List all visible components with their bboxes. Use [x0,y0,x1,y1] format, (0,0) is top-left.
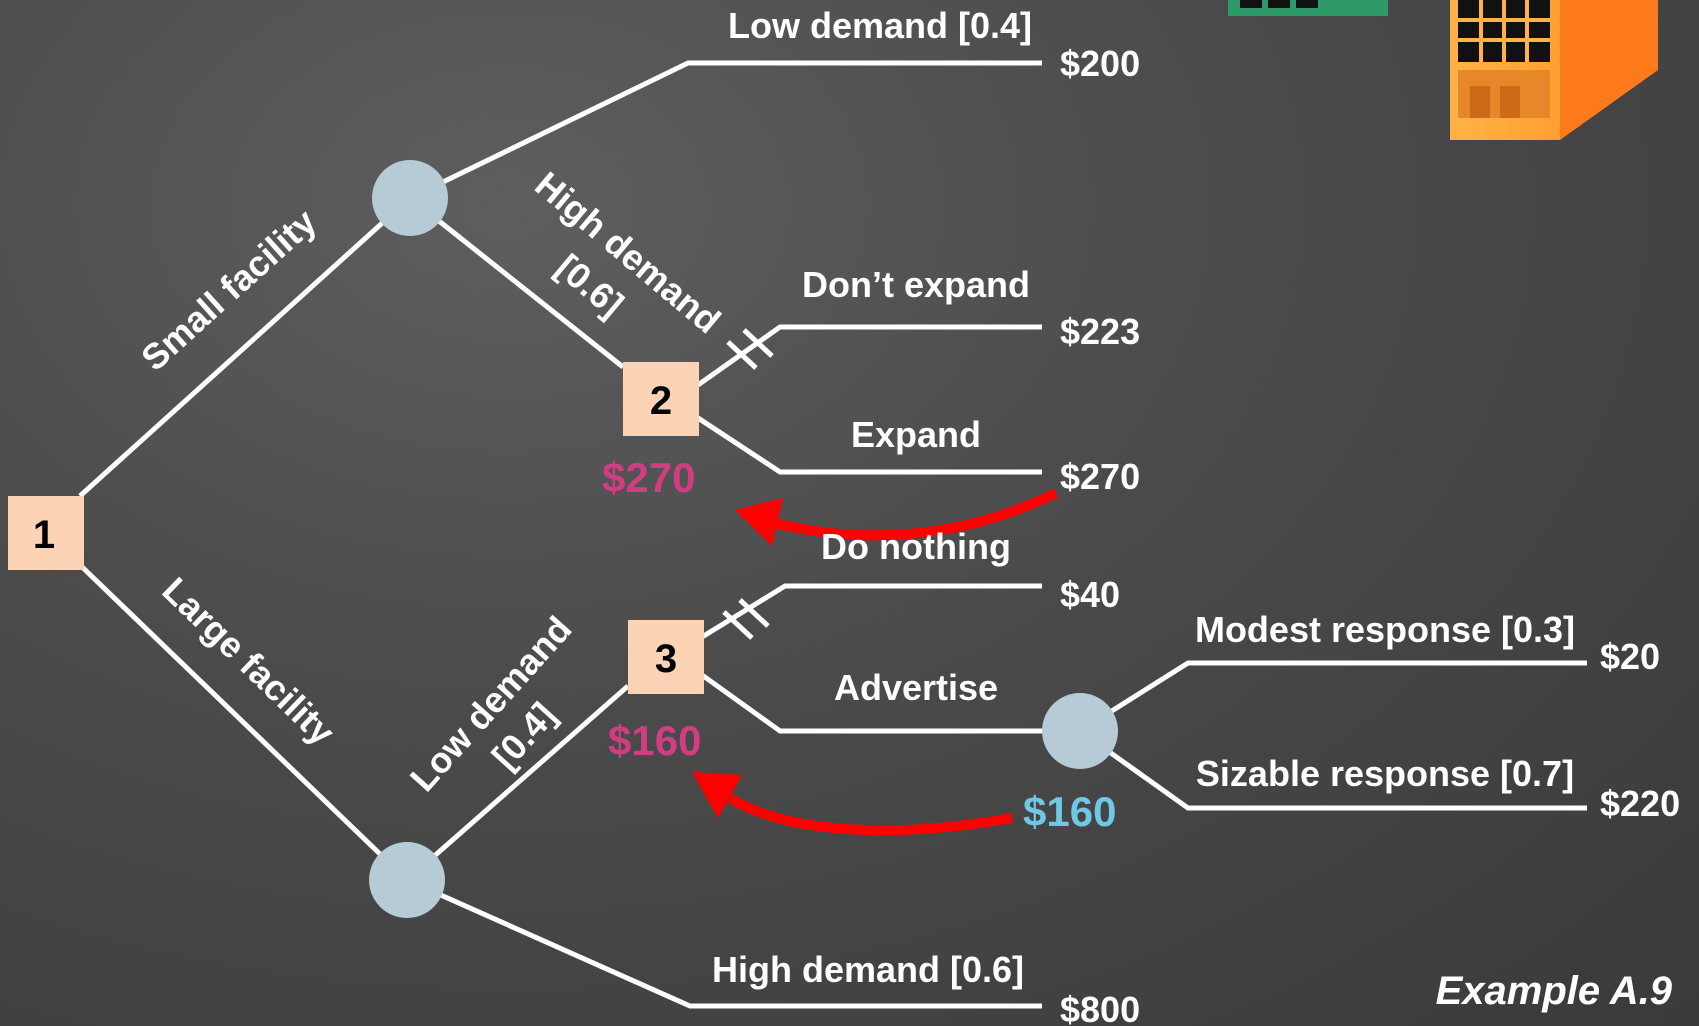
branch-label-advertise: Advertise [834,667,998,708]
building-icon [1228,0,1658,140]
payoff-sizable: $220 [1600,783,1680,824]
branch-label-expand: Expand [851,414,981,455]
decision-node-2 [623,362,699,436]
payoff-large-high: $800 [1060,989,1140,1026]
branch-label-large-high-demand: High demand [0.6] [712,949,1024,990]
branch-label-small-facility: Small facility [133,201,324,379]
decision-node-2-label: 2 [650,379,672,423]
rollback-arrow-node3 [692,772,1013,836]
branch-label-modest-response: Modest response [0.3] [1195,609,1575,650]
branch-label-sizable-response: Sizable response [0.7] [1196,753,1574,794]
decision-node-1 [8,496,84,570]
payoff-do-nothing: $40 [1060,574,1120,615]
chance-node-small-facility [372,160,448,236]
expected-value-node3: $160 [608,717,701,764]
example-label: Example A.9 [1436,969,1673,1013]
prune-marker-dont-expand [726,328,774,370]
branch-lines [78,60,1587,1009]
chance-node-advertise [1042,693,1118,769]
branch-label-small-low-demand: Low demand [0.4] [728,5,1032,46]
decision-node-3-label: 3 [655,637,677,681]
expected-value-advertise: $160 [1023,788,1116,835]
chance-node-large-facility [369,842,445,918]
payoff-small-low: $200 [1060,43,1140,84]
decision-node-1-label: 1 [33,513,55,557]
payoff-expand: $270 [1060,456,1140,497]
payoff-modest: $20 [1600,636,1660,677]
branch-label-large-low-demand-1: Low demand [402,608,580,799]
branch-label-dont-expand: Don’t expand [802,264,1030,305]
branch-label-do-nothing: Do nothing [821,526,1011,567]
decision-node-3 [628,620,704,694]
prune-marker-do-nothing [722,598,770,640]
payoff-dont-expand: $223 [1060,311,1140,352]
expected-value-node2: $270 [602,454,695,501]
rollback-arrow-node2 [735,488,1059,546]
